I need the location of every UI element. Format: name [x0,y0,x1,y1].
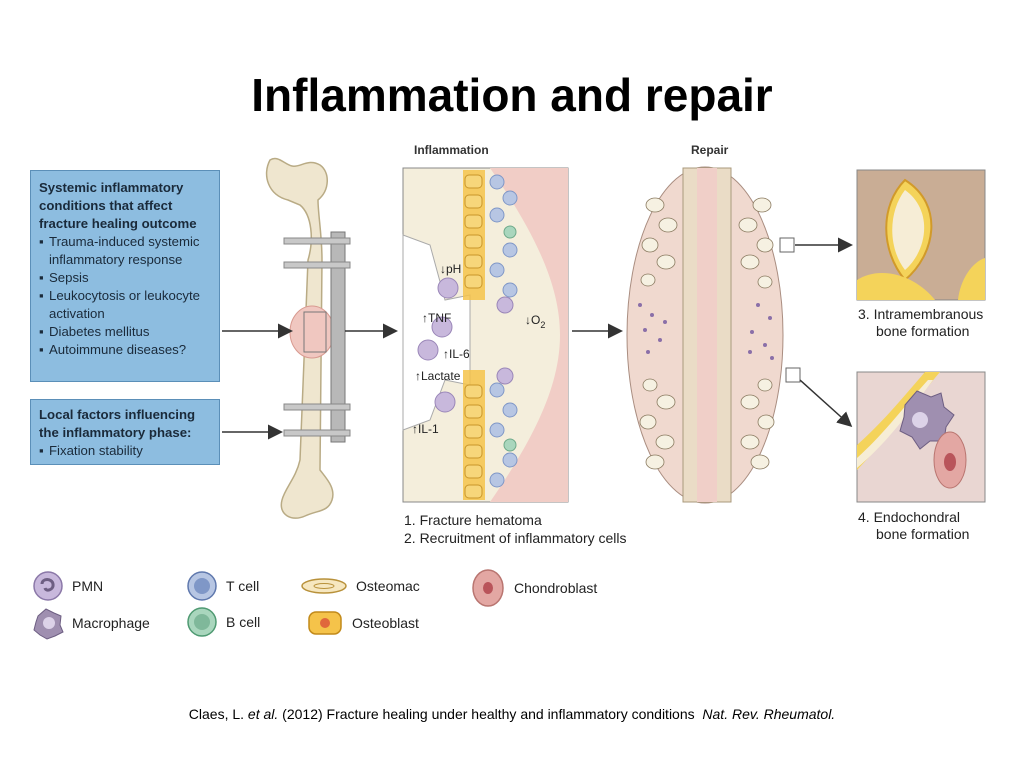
marker-o2: ↓O2 [525,313,545,330]
marker-il6: ↑IL-6 [443,347,470,361]
local-box-heading: Local factors influencing the inflammato… [39,407,196,440]
citation-authors: Claes, L. [188,706,245,722]
caption-intramembranous-2: bone formation [876,323,970,339]
femur-bone [265,157,335,519]
legend-macrophage: Macrophage [32,606,150,640]
marker-il1: ↑IL-1 [412,422,439,436]
legend-pmn: PMN [32,570,103,602]
systemic-conditions-box: Systemic inflammatory conditions that af… [30,170,220,382]
inflammation-panel [402,167,569,503]
legend-chondroblast: Chondroblast [470,568,597,608]
caption-recruitment: 2. Recruitment of inflammatory cells [404,530,627,546]
citation-journal: Nat. Rev. Rheumatol. [702,706,836,722]
legend-label: PMN [72,578,104,594]
arrow-to-endochondral [799,379,853,428]
systemic-item: Leukocytosis or leukocyte activation [39,287,213,323]
caption-endochondral-2: bone formation [876,526,970,542]
b-cell-icon [187,607,217,637]
endochondral-inset [856,371,986,503]
marker-tnf: ↑TNF [422,311,451,325]
citation-text: (2012) Fracture healing under healthy an… [282,706,695,722]
legend-label: Osteomac [356,578,420,594]
macrophage-icon [33,608,64,640]
local-factors-box: Local factors influencing the inflammato… [30,399,220,465]
inflammation-label: Inflammation [414,143,489,157]
slide-title: Inflammation and repair [251,69,773,121]
repair-label: Repair [691,143,729,157]
systemic-item: Trauma-induced systemic inflammatory res… [39,233,213,269]
systemic-item: Autoimmune diseases? [39,341,213,359]
legend-t-cell: T cell [186,570,259,602]
caption-endochondral-1: 4. Endochondral [858,509,960,525]
pmn-icon [33,571,63,601]
osteoblast-icon [308,611,342,635]
caption-hematoma: 1. Fracture hematoma [404,512,542,528]
legend-osteoblast: Osteoblast [306,609,419,637]
chondroblast-icon [472,569,504,607]
caption-intramembranous-1: 3. Intramembranous [858,306,984,322]
repair-panel [626,166,801,504]
systemic-box-heading: Systemic inflammatory conditions that af… [39,180,197,231]
legend-label: T cell [226,578,260,594]
intramembranous-inset [856,169,986,301]
citation-etal: et al. [247,706,279,722]
legend-b-cell: B cell [186,606,260,638]
local-item: Fixation stability [39,442,213,460]
marker-ph: ↓pH [440,262,461,276]
legend-label: Macrophage [72,615,150,631]
citation: Claes, L. et al. (2012) Fracture healing… [0,706,1024,722]
systemic-item: Diabetes mellitus [39,323,213,341]
legend-osteomac: Osteomac [300,574,420,598]
legend-label: Osteoblast [352,615,419,631]
external-fixator [283,231,351,443]
legend-label: B cell [226,614,261,630]
osteomac-icon [301,578,347,594]
legend-label: Chondroblast [514,580,598,596]
marker-lactate: ↑Lactate [415,369,461,383]
systemic-item: Sepsis [39,269,213,287]
t-cell-icon [187,571,217,601]
